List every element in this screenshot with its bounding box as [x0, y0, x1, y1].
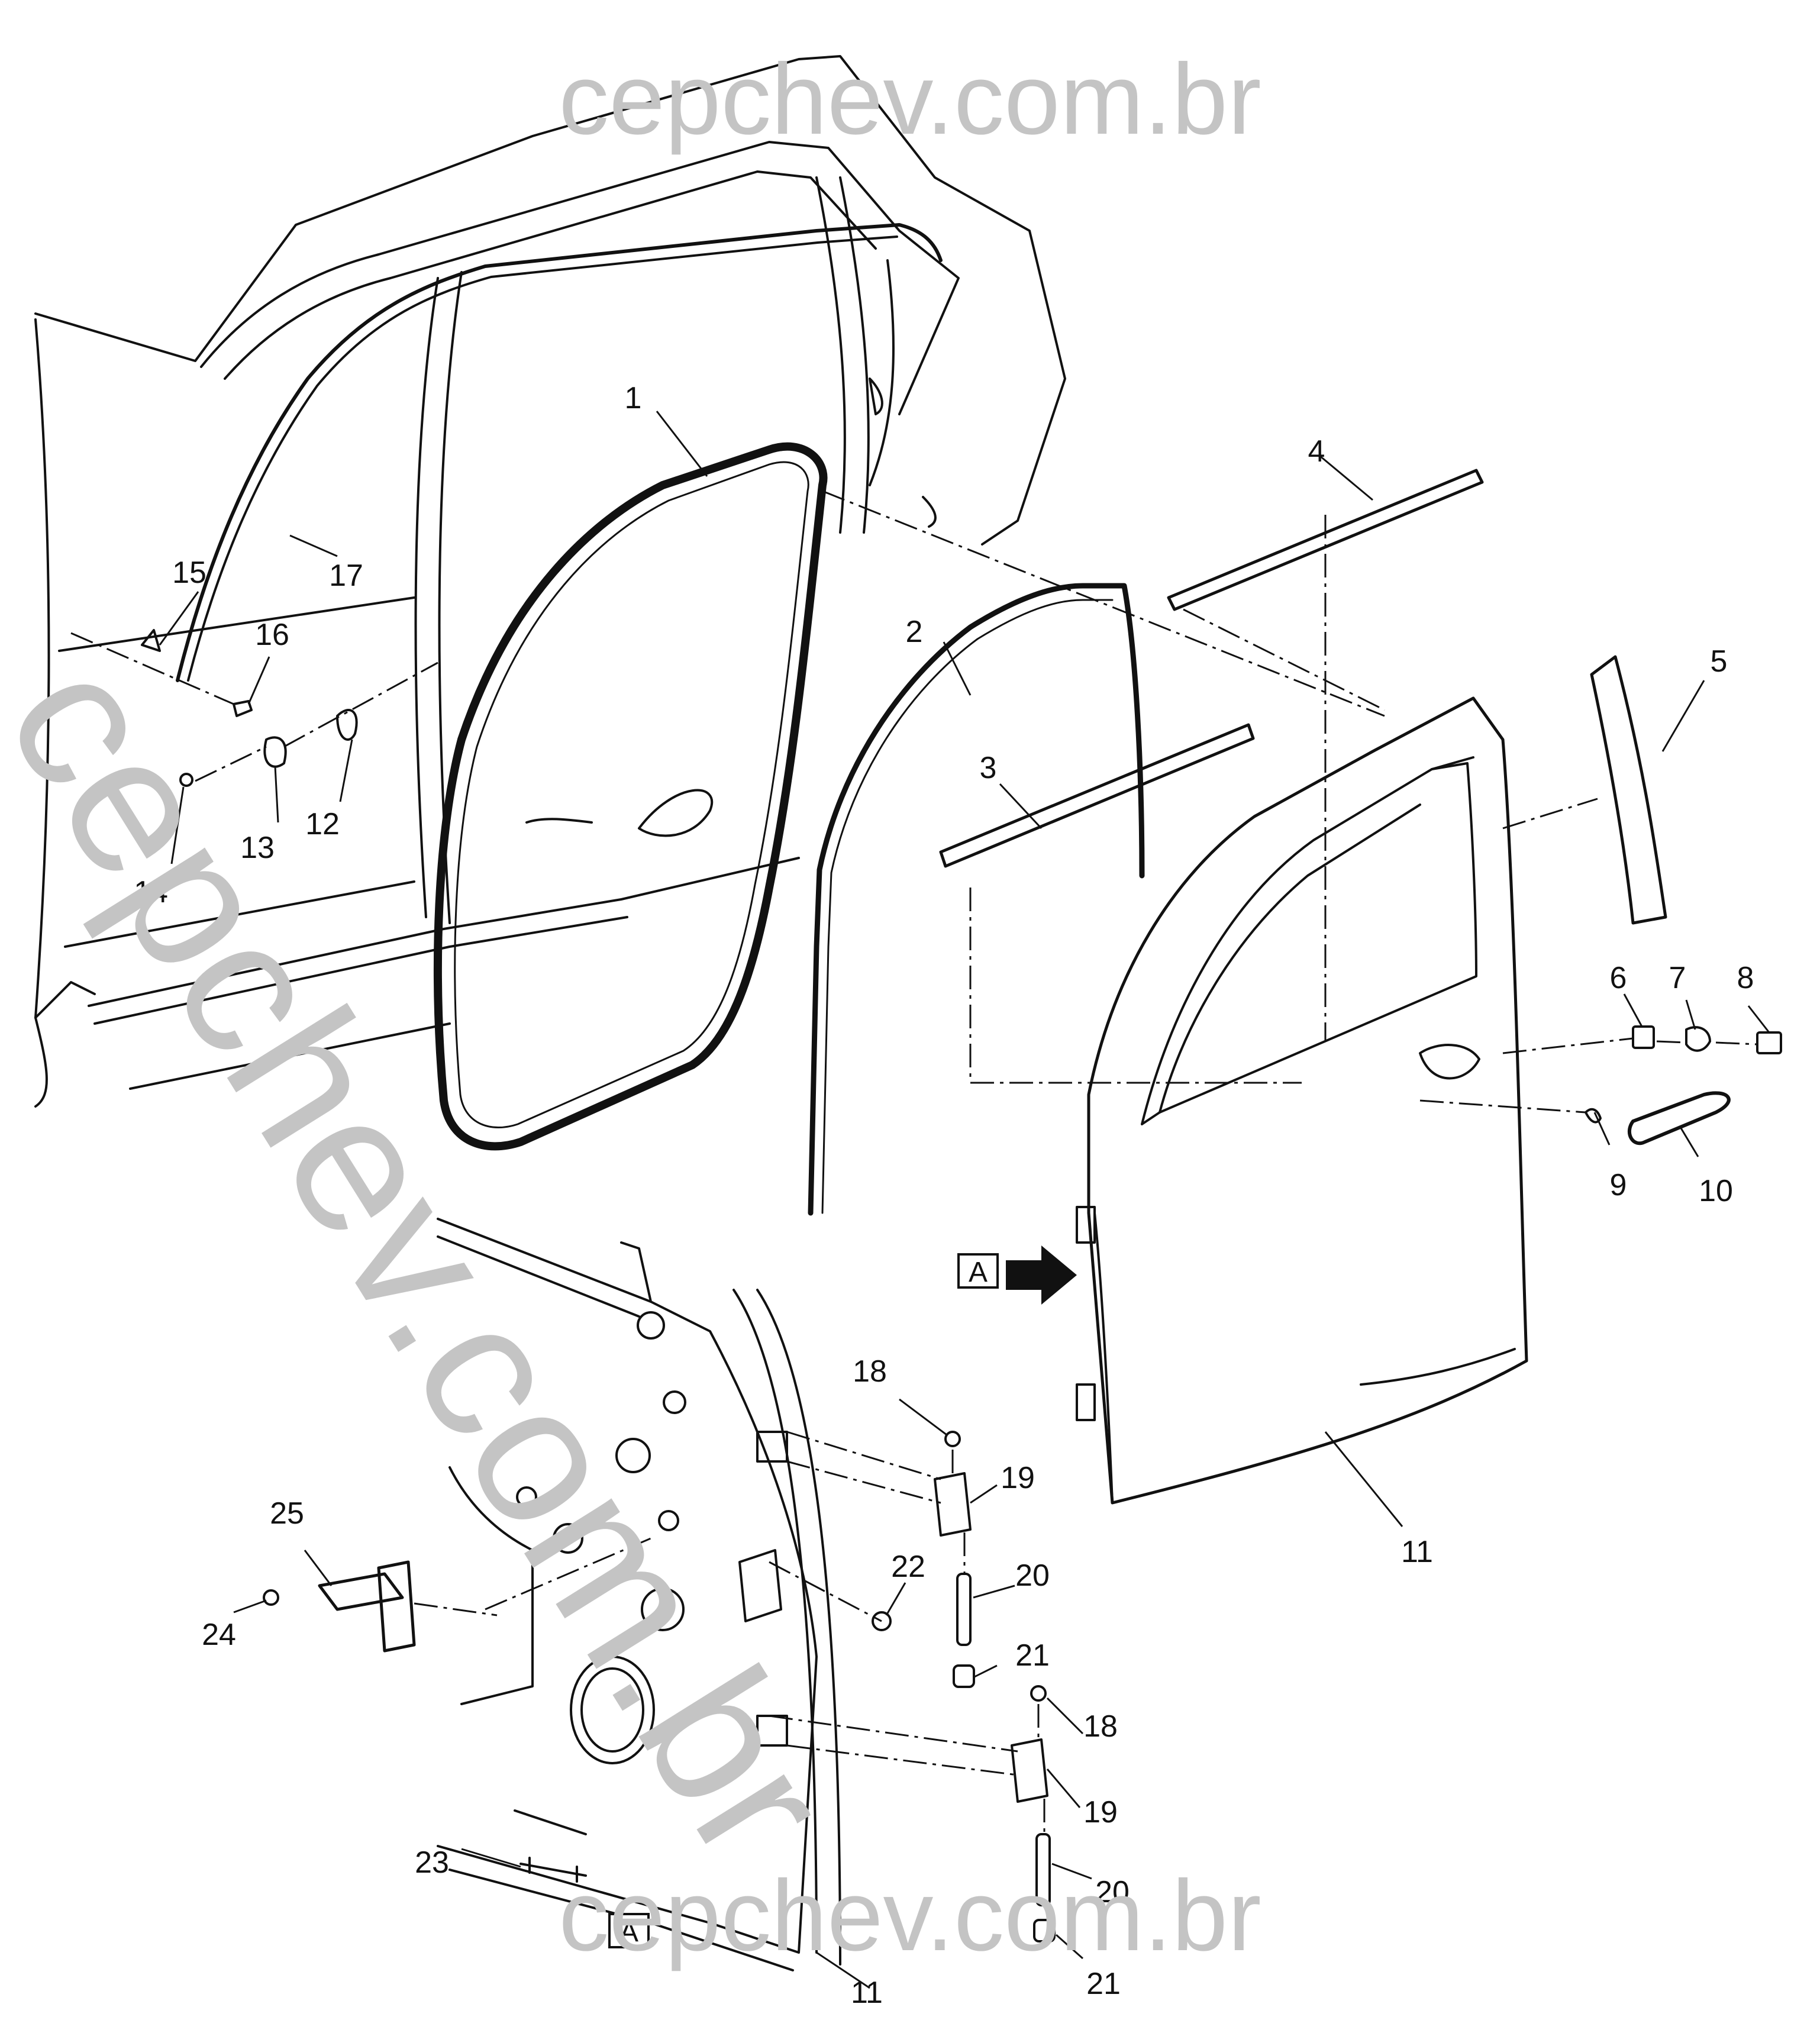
callout-11: 11 — [1401, 1535, 1433, 1569]
belt-weatherstrip — [939, 723, 1255, 868]
callout-18: 18 — [853, 1354, 887, 1389]
push-pin-retainer — [233, 700, 253, 717]
body-side-frame — [34, 55, 1066, 1108]
door-frame-weatherstrip — [808, 583, 1145, 1216]
callout-12: 12 — [305, 807, 340, 841]
door-bottom-seal — [519, 1857, 587, 1883]
upper-belt-weatherstrip — [1167, 469, 1484, 611]
callout-9: 9 — [1610, 1168, 1627, 1202]
callout-13: 13 — [240, 831, 275, 865]
door-opening-weatherstrip — [434, 442, 828, 1151]
svg-text:A: A — [969, 1257, 988, 1288]
callout-24: 24 — [202, 1618, 236, 1652]
callout-3: 3 — [980, 751, 997, 785]
door-frame-applique — [1590, 655, 1667, 925]
hinge-bolt-upper — [944, 1431, 961, 1447]
door-lower-hinge — [1011, 1738, 1048, 1803]
callout-10: 10 — [1699, 1174, 1733, 1208]
view-a-tag-main: A — [957, 1253, 999, 1289]
callout-21: 21 — [1015, 1638, 1050, 1673]
door-lock-striker-plate — [336, 709, 358, 741]
striker-bolt — [179, 773, 193, 787]
lock-cap — [1756, 1031, 1782, 1054]
callout-22: 22 — [891, 1550, 925, 1584]
handle-bezel — [1632, 1025, 1655, 1049]
handle-gasket — [1585, 1108, 1602, 1124]
view-a-tag-detail: A — [608, 1913, 650, 1948]
callout-5: 5 — [1711, 644, 1728, 679]
watermark-top: cepchev.com.br — [559, 43, 1261, 156]
callout-19: 19 — [1083, 1795, 1118, 1829]
check-link-bolt — [263, 1589, 279, 1606]
callout-2: 2 — [906, 615, 923, 649]
door-opening-weatherstrip-inner — [454, 461, 809, 1129]
callout-leaders — [159, 411, 1770, 1989]
door-check-link — [318, 1560, 416, 1653]
hinge-pin-cap-lower — [1033, 1919, 1056, 1942]
door-inner-view — [437, 1218, 841, 1971]
hinge-pin-cap-upper — [953, 1664, 975, 1688]
callout-8: 8 — [1737, 961, 1754, 995]
callout-16: 16 — [255, 618, 289, 652]
callout-11: 11 — [851, 1976, 883, 2010]
callout-4: 4 — [1308, 434, 1325, 469]
watermark-bottom: cepchev.com.br — [559, 1860, 1261, 1972]
callout-25: 25 — [270, 1496, 304, 1531]
callout-23: 23 — [415, 1845, 449, 1880]
roof-rail-weatherstrip-inner — [187, 235, 898, 682]
callout-17: 17 — [329, 559, 363, 593]
callout-18: 18 — [1083, 1709, 1118, 1744]
svg-text:A: A — [619, 1916, 638, 1948]
door-upper-hinge — [934, 1472, 972, 1537]
callout-14: 14 — [134, 875, 168, 909]
callout-6: 6 — [1610, 961, 1627, 995]
callout-1: 1 — [625, 381, 642, 415]
lock-cylinder — [1685, 1026, 1711, 1052]
rocker-clip — [141, 629, 161, 652]
hinge-pin-upper — [956, 1573, 972, 1646]
front-door-outer-panel — [1076, 696, 1528, 1505]
hinge-pin-lower — [1035, 1833, 1051, 1906]
view-a-arrow-icon — [1006, 1245, 1077, 1305]
callout-15: 15 — [172, 556, 206, 590]
alignment-lines — [70, 490, 1758, 1834]
roof-rail-weatherstrip — [176, 223, 943, 682]
door-lock-striker — [263, 736, 287, 768]
hinge-bolt-lower — [1030, 1685, 1047, 1702]
door-frame-weatherstrip-inner — [821, 599, 1114, 1214]
callout-19: 19 — [1001, 1461, 1035, 1495]
callout-20: 20 — [1015, 1558, 1050, 1593]
callout-21: 21 — [1086, 1967, 1121, 2001]
callout-7: 7 — [1669, 961, 1686, 995]
check-link-nut — [872, 1611, 892, 1631]
callout-20: 20 — [1095, 1875, 1130, 1909]
outside-door-handle — [1628, 1091, 1731, 1145]
